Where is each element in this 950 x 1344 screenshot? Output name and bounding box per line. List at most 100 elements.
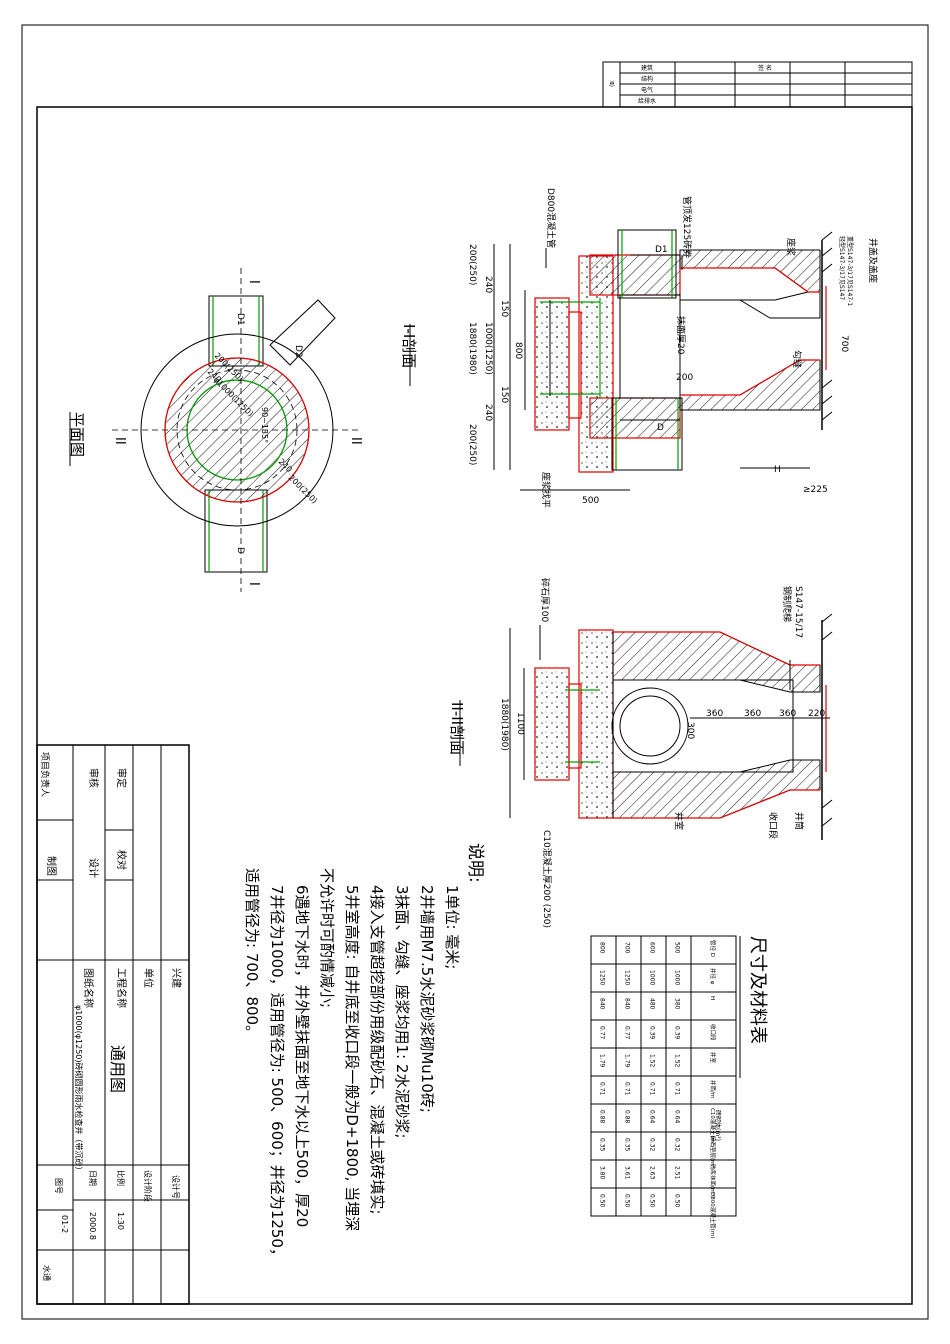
- sec2-dim-1100: 1100: [515, 712, 525, 735]
- plan-dim-angle: 90~135°: [260, 407, 269, 443]
- sec2-dim-220: 220: [808, 709, 825, 719]
- table-header-cell: D800混凝土管(m): [709, 1192, 717, 1238]
- plan-cut-I-bottom: I: [246, 582, 261, 586]
- tb-date-value: 2000.8: [88, 1212, 97, 1240]
- tb-unit-value: 兴建: [170, 968, 183, 988]
- sec2-title: II-II剖面: [448, 702, 466, 755]
- sec1-dim-200a: 200(250): [467, 244, 477, 285]
- table-cell: 3.80: [599, 1166, 606, 1180]
- notes-line-6: 不允许时可酌情减小;: [318, 868, 336, 1008]
- table-title: 尺寸及材料表: [747, 936, 768, 1044]
- tb-date-label: 日期: [88, 1170, 97, 1186]
- tb-sheet-no-value: 01-2: [60, 1215, 69, 1233]
- table-cell: 1.79: [599, 1054, 606, 1068]
- table-cell: 0.77: [599, 1026, 606, 1040]
- notes-line-4: 4接入支管超挖部份用级配砂石、混凝土或砖填实;: [368, 885, 386, 1215]
- tb-label-design: 设计: [87, 858, 100, 878]
- sec2-dim-300: 300: [685, 722, 695, 739]
- table-cell: 3.61: [624, 1166, 631, 1180]
- table-cell: 500: [674, 942, 681, 954]
- notes-line-9: 适用管径为: 700、800。: [243, 868, 261, 1040]
- table-cell: 0.50: [649, 1194, 656, 1208]
- table-cell: 0.71: [624, 1082, 631, 1096]
- tb-label-check: 校对: [115, 850, 128, 870]
- table-cell: 700: [624, 942, 631, 954]
- sec2-dim-360c: 360: [779, 709, 796, 719]
- table-cell: 800: [599, 942, 606, 954]
- tb-discipline-value: 水通: [42, 1265, 52, 1281]
- table-cell: 600: [649, 942, 656, 954]
- tb-stage-label: 设计阶段: [143, 1170, 153, 1202]
- strip-profession-0: 总: [609, 80, 615, 88]
- tb-scale-value: 1:30: [116, 1212, 125, 1230]
- tb-drawing-value: φ1000(φ1250)砖砌圆形雨水检查井（带沉砂）: [74, 1005, 84, 1175]
- plan-dim-d: D: [235, 547, 245, 554]
- table-group-header: 砖砌体(m³): [714, 1110, 722, 1141]
- sec1-leader-plaster: 抹面厚20: [675, 316, 687, 355]
- strip-profession-1: 建筑: [641, 64, 653, 72]
- table-cell: 380: [674, 998, 681, 1010]
- plan-dim-d2: D2: [293, 345, 303, 358]
- sec1-leader-cover-note1: 轻型S147-3/17见S147: [838, 236, 846, 300]
- table-cell: 0.32: [674, 1138, 681, 1152]
- sec1-leader-base: 座浆: [785, 238, 797, 256]
- notes-line-7: 6遇地下水时，井外壁抹面至地下水以上500，厚20: [293, 885, 311, 1227]
- table-cell: 0.71: [599, 1082, 606, 1096]
- table-cell: 0.39: [649, 1026, 656, 1040]
- sec2-bottom-slab: [534, 667, 570, 781]
- title-block: 审定 审核 项目负责人 校对 设计 制图 兴建 单位 工程名称 图纸名称 通用图…: [36, 744, 190, 1305]
- table-header-cell: 井室: [709, 1052, 717, 1064]
- sec1-dim-800: 800: [513, 342, 523, 359]
- section-2-2: II-II剖面 1880(1980) 1100 360 360 360 2: [448, 578, 833, 928]
- plan-view: I I II II D1 D D2 200(250) 240 φ1000(125…: [68, 268, 363, 592]
- table-cell: 0.64: [649, 1110, 656, 1124]
- table-header-cell: 管径 D: [709, 940, 717, 957]
- sec1-bottom-slab: [534, 297, 570, 431]
- table-cell: 1250: [624, 970, 631, 985]
- sec2-dim-360b: 360: [744, 709, 761, 719]
- sec2-leader-chamber: 井室: [673, 812, 685, 830]
- plan-cut-I-top: I: [246, 280, 261, 284]
- strip-sign-label: 签 名: [758, 64, 772, 72]
- notes-block: 说明: 1单位: 毫米; 2井墙用M7.5水泥砂浆砌Mu10砖; 3抹面、勾缝、…: [243, 843, 485, 1263]
- table-cell: 2.63: [649, 1166, 656, 1180]
- table-cell: 2.51: [674, 1166, 681, 1180]
- signature-strip: 总 建筑 结构 电气 给排水 签 名: [602, 61, 913, 108]
- sec1-dim-700: 700: [839, 335, 849, 352]
- sec2-dim-1880: 1880(1980): [499, 698, 509, 751]
- table-header-cell: 井径 φ: [709, 968, 717, 985]
- sec2-leader-slab: C10混凝土厚200 (250): [541, 830, 553, 928]
- table-cell: 0.71: [649, 1082, 656, 1096]
- sec1-leader-cover-note2: 重型S147-3/17见S147-1: [846, 236, 854, 306]
- notes-heading: 说明:: [465, 843, 485, 883]
- table-cell: 0.35: [624, 1138, 631, 1152]
- tb-label-manager: 项目负责人: [39, 752, 51, 797]
- strip-profession-4: 给排水: [638, 97, 656, 105]
- table-cell: 0.35: [599, 1138, 606, 1152]
- sec1-dim-1880: 1880(1980): [467, 322, 477, 375]
- strip-profession-2: 结构: [641, 75, 653, 83]
- table-cell: 480: [649, 998, 656, 1010]
- sec2-leader-gravel: 碎石厚100: [539, 578, 551, 622]
- table-header-cell: 碎石垫层(m³): [709, 1136, 717, 1170]
- tb-project-value: 通用图: [108, 1045, 127, 1093]
- table-cell: 0.71: [674, 1082, 681, 1096]
- table-cell: 1.52: [674, 1054, 681, 1068]
- sec2-base-slab: [578, 629, 614, 819]
- material-table: 尺寸及材料表 管径 D井径 φH收口段井室井筒/mC10混凝土(m³)碎石垫层(…: [590, 935, 768, 1238]
- table-cell: 0.50: [624, 1194, 631, 1208]
- tb-sheet-no-label: 图号: [54, 1178, 63, 1194]
- inner-frame: [36, 106, 913, 1305]
- sec1-dim-h: H: [774, 465, 781, 475]
- tb-design-no-label: 设计号: [171, 1175, 181, 1199]
- tb-label-draw: 制图: [45, 856, 58, 876]
- sec1-dim-225: ≥225: [803, 485, 828, 495]
- sec1-dim-1000: 1000(1250): [483, 322, 493, 375]
- sec1-dim-d1: D1: [655, 245, 668, 255]
- sec2-dim-360a: 360: [706, 709, 723, 719]
- table-cell: 840: [624, 998, 631, 1010]
- table-header-cell: 收口段: [709, 1024, 717, 1041]
- table-header-cell: 砂浆抹面(m²): [709, 1164, 717, 1198]
- sec1-title: I-I剖面: [400, 324, 418, 368]
